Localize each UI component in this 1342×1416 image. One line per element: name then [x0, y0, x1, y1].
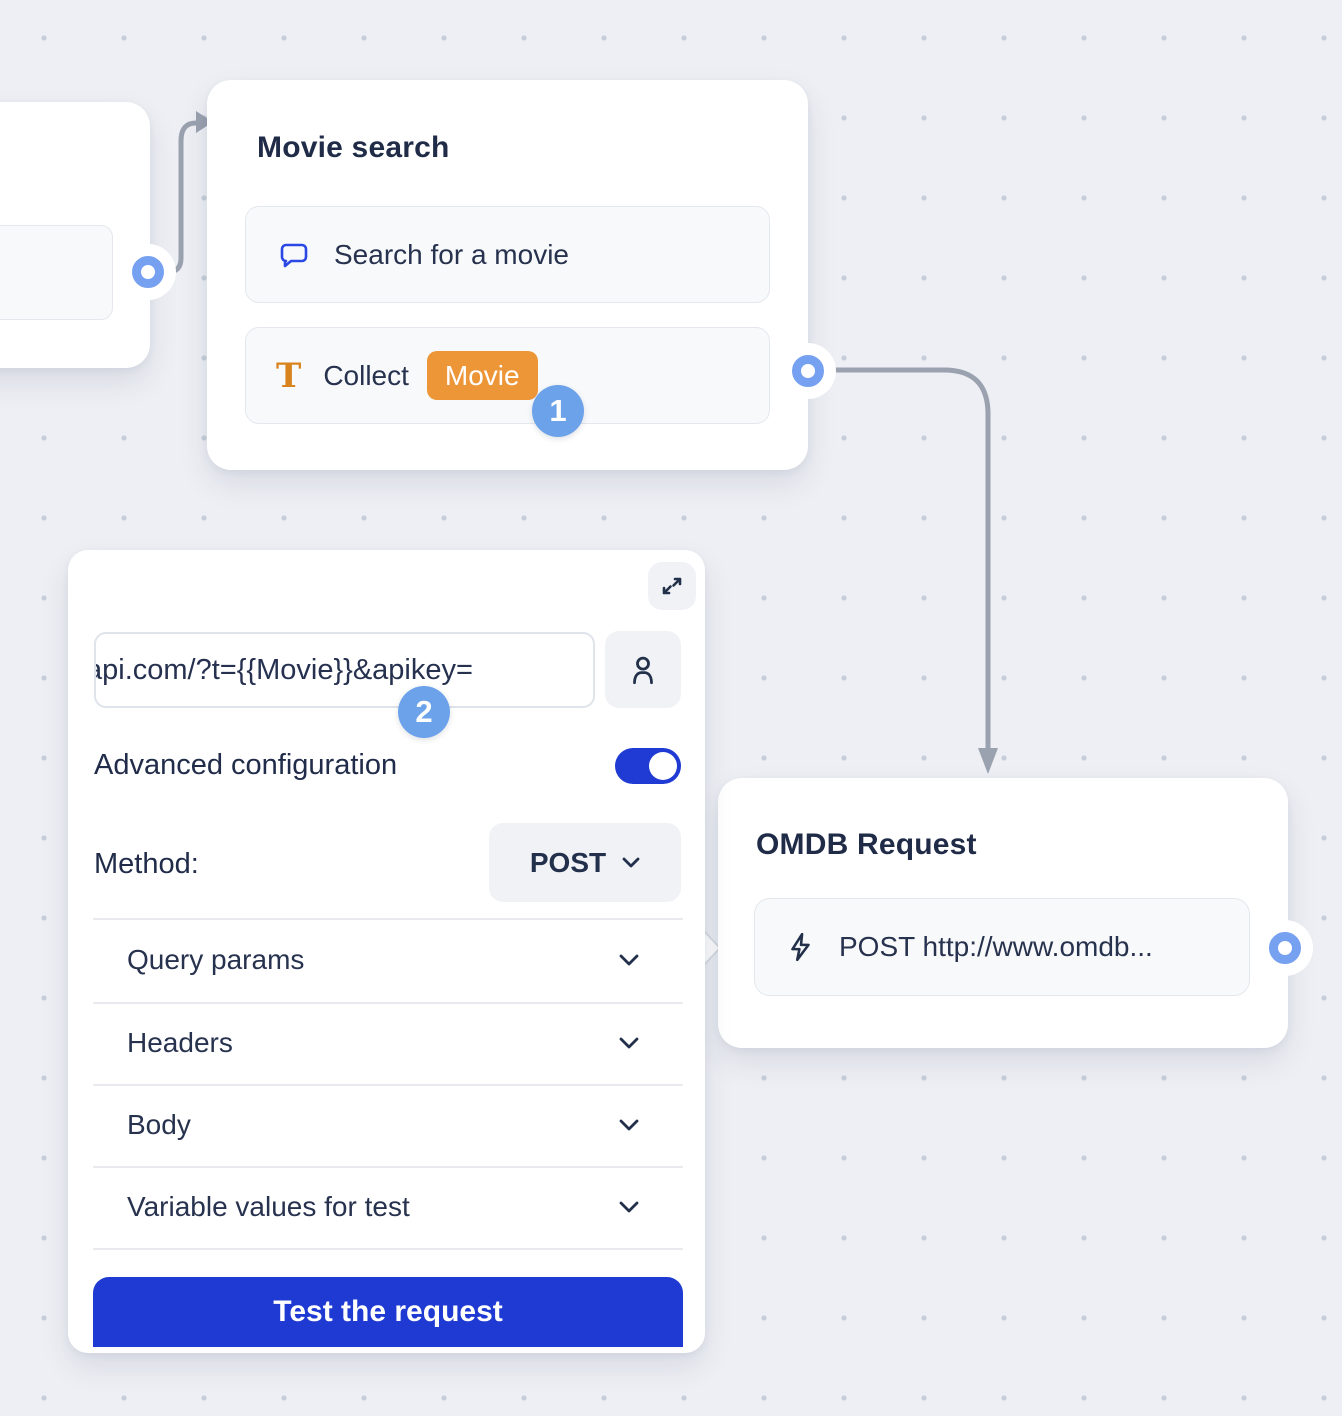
user-icon: [633, 656, 653, 684]
block-label: Search for a movie: [334, 238, 569, 270]
node-title: Movie search: [257, 131, 450, 164]
block-label: Collect: [323, 359, 409, 391]
block-search-for-a-movie[interactable]: Search for a movie: [245, 206, 770, 303]
divider: [93, 1084, 683, 1086]
method-select[interactable]: POST: [489, 823, 681, 902]
url-value: api.com/?t={{Movie}}&apikey=: [94, 653, 473, 686]
divider: [93, 1166, 683, 1168]
divider: [93, 918, 683, 920]
webhook-editor-panel[interactable]: api.com/?t={{Movie}}&apikey= Advanced co…: [68, 550, 705, 1353]
arrowhead-down-icon: [978, 748, 998, 774]
variable-chip-movie[interactable]: Movie: [426, 350, 538, 401]
connector-left-to-movie-search: [159, 120, 199, 275]
chevron-down-icon[interactable]: [618, 1118, 640, 1132]
test-request-button[interactable]: Test the request: [93, 1277, 683, 1347]
block-collect-movie[interactable]: T Collect Movie: [245, 327, 770, 424]
text-input-icon: T: [276, 355, 302, 396]
connector-movie-search-to-omdb: [821, 367, 991, 751]
accordion-label: Variable values for test: [127, 1191, 410, 1222]
output-port[interactable]: [120, 244, 176, 300]
node-omdb-request[interactable]: OMDB Request POST http://www.omdb...: [718, 778, 1288, 1048]
method-value: POST: [529, 846, 607, 878]
port-ring: [132, 256, 164, 288]
advanced-configuration-label: Advanced configuration: [94, 749, 398, 781]
chat-bubble-icon: [280, 243, 308, 267]
url-input[interactable]: api.com/?t={{Movie}}&apikey=: [94, 632, 595, 708]
port-ring: [1269, 932, 1301, 964]
accordion-label: Body: [127, 1109, 191, 1140]
node-title: OMDB Request: [756, 828, 977, 861]
step-badge-2: 2: [398, 686, 450, 738]
insert-variable-button[interactable]: [605, 631, 681, 708]
expand-button[interactable]: [648, 562, 696, 610]
chevron-down-icon: [622, 857, 640, 867]
chevron-down-icon[interactable]: [618, 1036, 640, 1050]
expand-icon: [662, 577, 682, 595]
advanced-configuration-toggle[interactable]: [615, 748, 681, 784]
partial-node-card[interactable]: [0, 102, 150, 368]
lightning-icon: [791, 932, 810, 962]
output-port[interactable]: [780, 343, 836, 399]
accordion-label: Headers: [127, 1027, 233, 1058]
step-badge-1: 1: [532, 385, 584, 437]
node-movie-search[interactable]: Movie search Search for a movie T Collec…: [207, 80, 808, 470]
method-label: Method:: [94, 848, 199, 880]
accordion-label: Query params: [127, 944, 305, 975]
block-label: POST http://www.omdb...: [839, 931, 1153, 962]
port-ring: [792, 355, 824, 387]
divider: [93, 1002, 683, 1004]
output-port[interactable]: [1257, 920, 1313, 976]
chevron-down-icon[interactable]: [618, 1200, 640, 1214]
chevron-down-icon[interactable]: [618, 953, 640, 967]
block-webhook-request[interactable]: POST http://www.omdb...: [754, 898, 1250, 996]
divider: [93, 1248, 683, 1250]
partial-node-item[interactable]: [0, 225, 113, 320]
toggle-knob: [649, 752, 677, 780]
